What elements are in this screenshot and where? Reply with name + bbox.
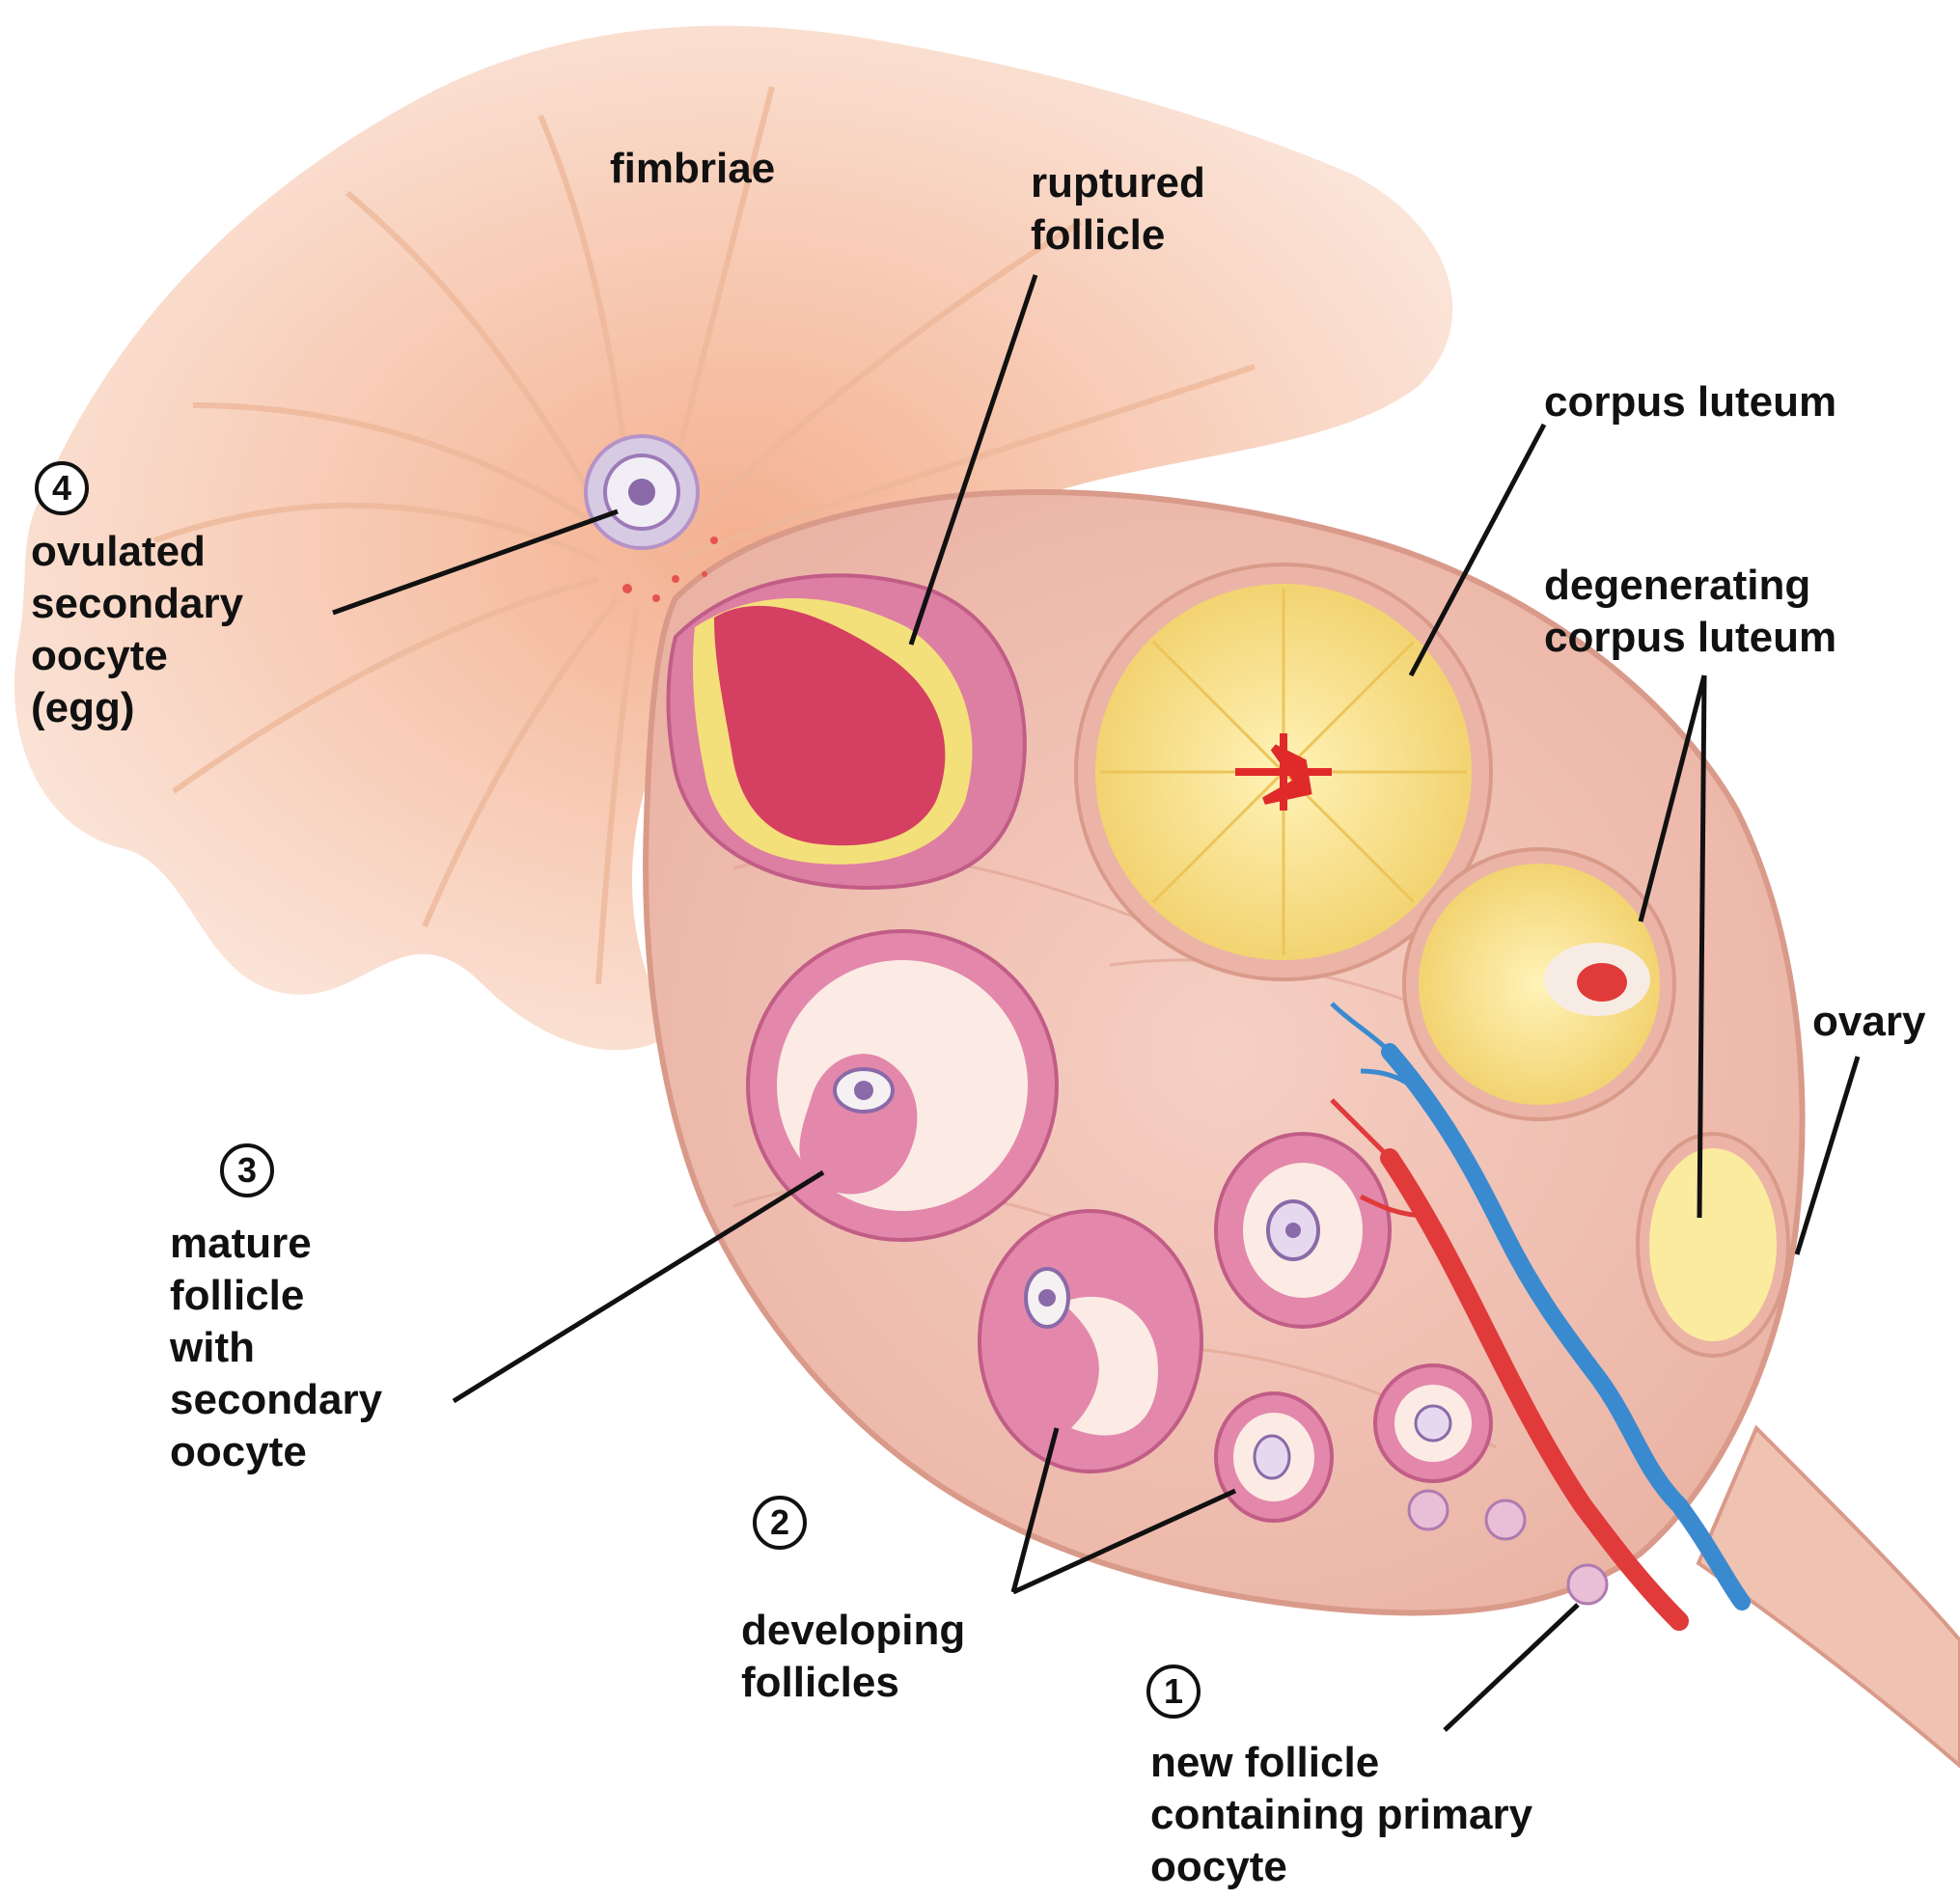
label-ruptured-follicle: ruptured follicle <box>1031 157 1205 261</box>
leader-line-new-follicle <box>1445 1605 1578 1730</box>
degenerating-corpus-luteum-shape-2 <box>1638 1134 1788 1356</box>
mature-follicle-shape <box>748 931 1057 1240</box>
step-1-badge: 1 <box>1146 1665 1201 1719</box>
developing-follicle-medium <box>1216 1134 1390 1327</box>
label-fimbriae: fimbriae <box>610 143 775 195</box>
developing-follicle-large <box>980 1211 1201 1472</box>
label-degenerating-corpus-luteum: degenerating corpus luteum <box>1544 560 1836 664</box>
label-developing-follicles: developing follicles <box>741 1605 965 1709</box>
step-3-badge: 3 <box>220 1143 274 1197</box>
step-2-badge: 2 <box>753 1496 807 1550</box>
leader-line-ovary <box>1797 1057 1858 1254</box>
developing-follicle-right <box>1375 1365 1491 1481</box>
step-4-badge: 4 <box>35 461 89 515</box>
developing-follicle-small <box>1216 1393 1332 1521</box>
label-new-follicle: new follicle containing primary oocyte <box>1150 1737 1532 1893</box>
label-mature-follicle: mature follicle with secondary oocyte <box>170 1218 382 1478</box>
ruptured-follicle-shape <box>669 575 1025 888</box>
label-ovary: ovary <box>1812 996 1925 1048</box>
label-corpus-luteum: corpus luteum <box>1544 376 1836 428</box>
degenerating-corpus-luteum-shape-1 <box>1404 849 1674 1119</box>
label-ovulated-oocyte: ovulated secondary oocyte (egg) <box>31 526 243 734</box>
